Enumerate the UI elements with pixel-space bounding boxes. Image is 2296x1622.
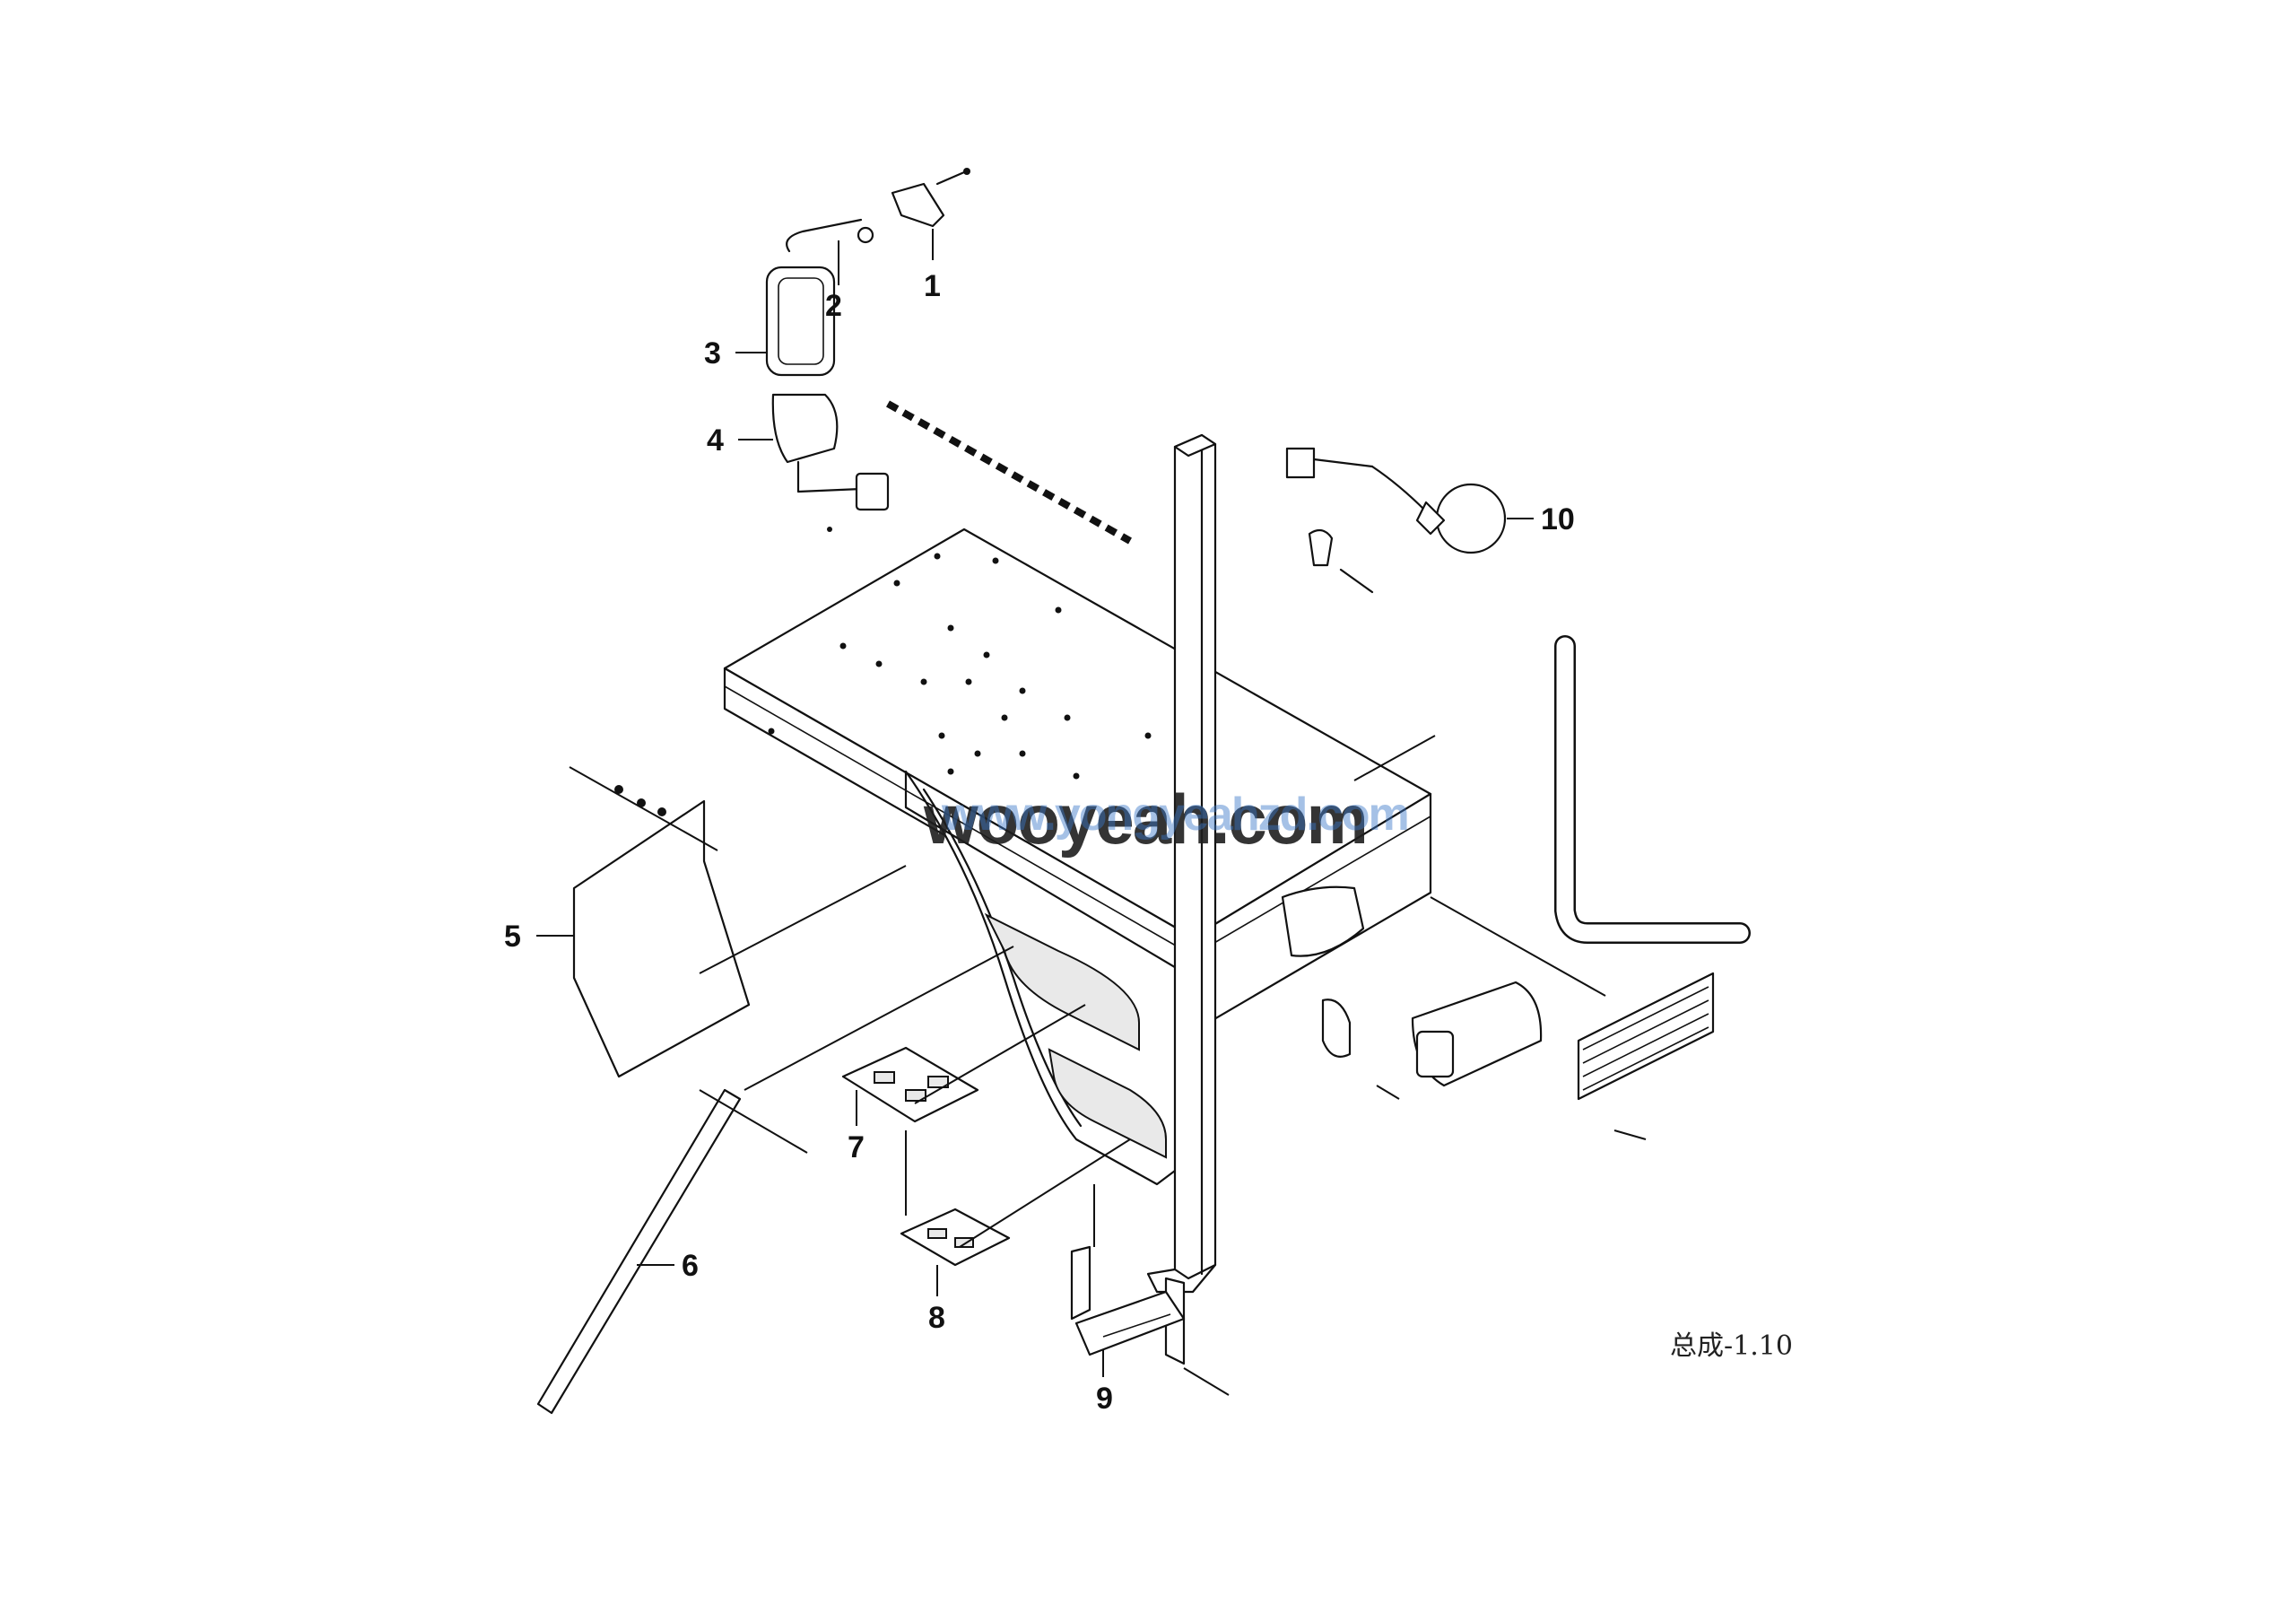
watermark-secondary: www.yongyeahzd.com xyxy=(941,789,1408,841)
callout-5: 5 xyxy=(504,920,521,954)
main-mirror-assembly xyxy=(765,168,970,532)
mirror-cable xyxy=(886,400,1132,545)
mirror-post xyxy=(1146,433,1217,1294)
handrail xyxy=(1554,635,1751,944)
mounting-holes xyxy=(768,553,1152,780)
watermark-primary: wooyeah.com xyxy=(923,780,1367,859)
callout-10: 10 xyxy=(1541,502,1575,536)
callout-6: 6 xyxy=(682,1249,699,1283)
callout-7: 7 xyxy=(848,1130,865,1164)
platform-body xyxy=(723,528,1432,1186)
step-ladder-9 xyxy=(1070,1184,1230,1396)
callout-9: 9 xyxy=(1096,1382,1113,1416)
headlamp xyxy=(1281,885,1543,1100)
callout-1: 1 xyxy=(924,269,941,303)
callout-3: 3 xyxy=(704,336,721,371)
step-plate-7 xyxy=(841,1046,979,1123)
side-mirror-assembly xyxy=(1285,447,1507,594)
mud-flap xyxy=(569,766,751,1078)
callout-8: 8 xyxy=(928,1301,945,1335)
callout-4: 4 xyxy=(707,423,724,458)
support-rod xyxy=(536,1088,808,1415)
callout-2: 2 xyxy=(825,289,842,323)
watermark: wooyeah.com www.yongyeahzd.com xyxy=(923,780,1410,859)
step-plate-8 xyxy=(900,1130,1011,1267)
callout-labels: 1 2 3 4 5 6 7 8 9 10 xyxy=(504,229,1575,1416)
assembly-caption: 总成-1.10 xyxy=(1670,1330,1793,1362)
grille xyxy=(1577,972,1715,1140)
assembly-leaders xyxy=(699,735,1606,1248)
